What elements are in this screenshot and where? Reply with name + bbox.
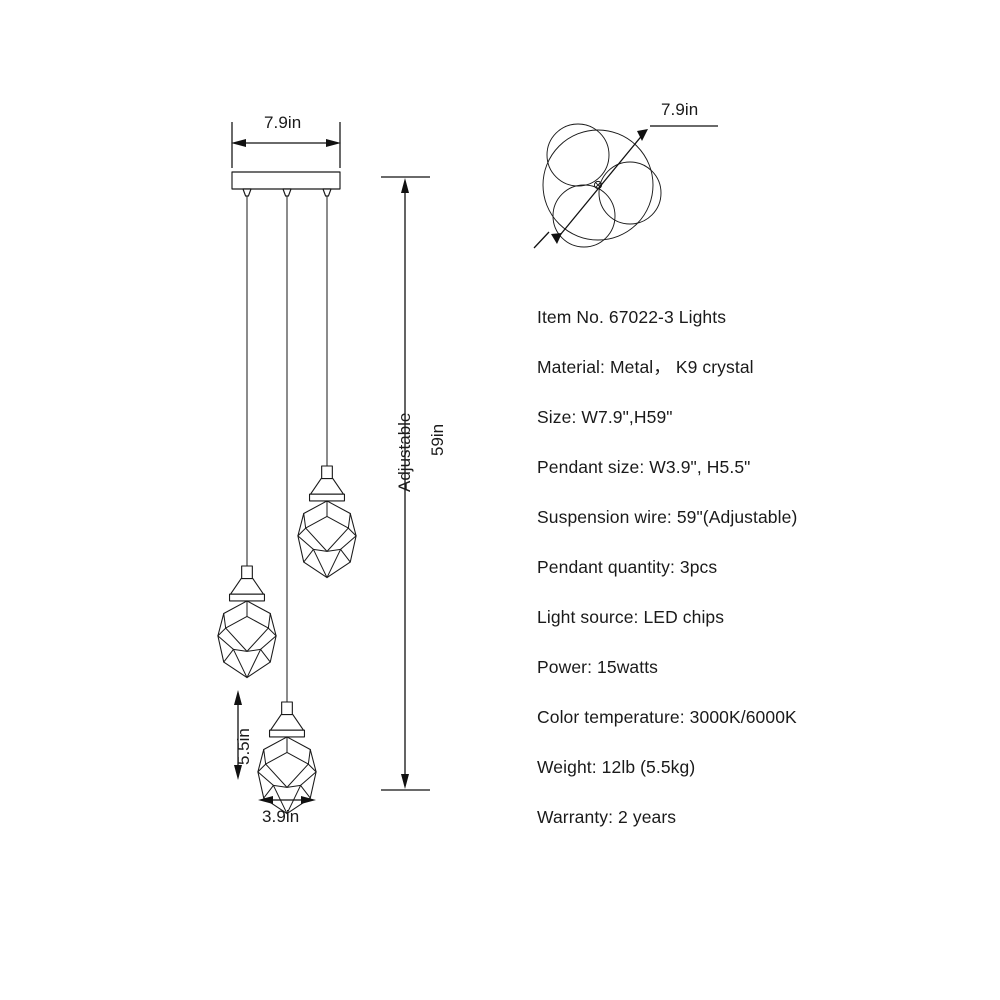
spec-item-weight: Weight: 12lb (5.5kg) (537, 757, 696, 777)
spec-item-suspension-wire: Suspension wire: 59"(Adjustable) (537, 507, 798, 527)
pendant-height-dimension-group (234, 690, 242, 780)
spec-item-pendant-quantity: Pendant quantity: 3pcs (537, 557, 718, 577)
spec-item-material: Material: Metal， K9 crystal (537, 357, 754, 377)
wire-connector (282, 188, 292, 197)
spec-item-pendant-size: Pendant size: W3.9", H5.5" (537, 457, 751, 477)
spec-item-size: Size: W7.9",H59" (537, 407, 673, 427)
width-dimension-group (231, 122, 341, 168)
pendant-right (297, 465, 357, 579)
spec-item-color-temperature: Color temperature: 3000K/6000K (537, 707, 797, 727)
pendant-left (217, 565, 277, 679)
wire-connector (242, 188, 252, 197)
pendant-center (257, 701, 317, 815)
top-view-pendant-circle (552, 184, 616, 248)
spec-item-model: Item No. 67022-3 Lights (537, 307, 727, 327)
specification-list: Item No. 67022-3 Lights Material: Metal，… (537, 292, 957, 842)
drop-dimension-label: 59in (428, 423, 447, 456)
pendant-height-dimension-label: 5.5in (234, 728, 253, 765)
spec-item-warranty: Warranty: 2 years (537, 807, 677, 827)
top-view-group (533, 123, 718, 249)
drop-adjustable-label: Adjustable (395, 412, 414, 492)
pendant-width-dimension-label: 3.9in (262, 807, 300, 826)
spec-item-power: Power: 15watts (537, 657, 659, 677)
spec-item-light-source: Light source: LED chips (537, 607, 725, 627)
drop-dimension-group (381, 176, 430, 791)
wire-connector (322, 188, 332, 197)
width-dimension-label: 7.9in (264, 113, 302, 132)
top-view-pendant-circle (598, 161, 662, 225)
top-view-diameter-label: 7.9in (661, 100, 699, 119)
canopy-plate (231, 171, 341, 197)
pendant-width-dimension-group (258, 796, 316, 804)
